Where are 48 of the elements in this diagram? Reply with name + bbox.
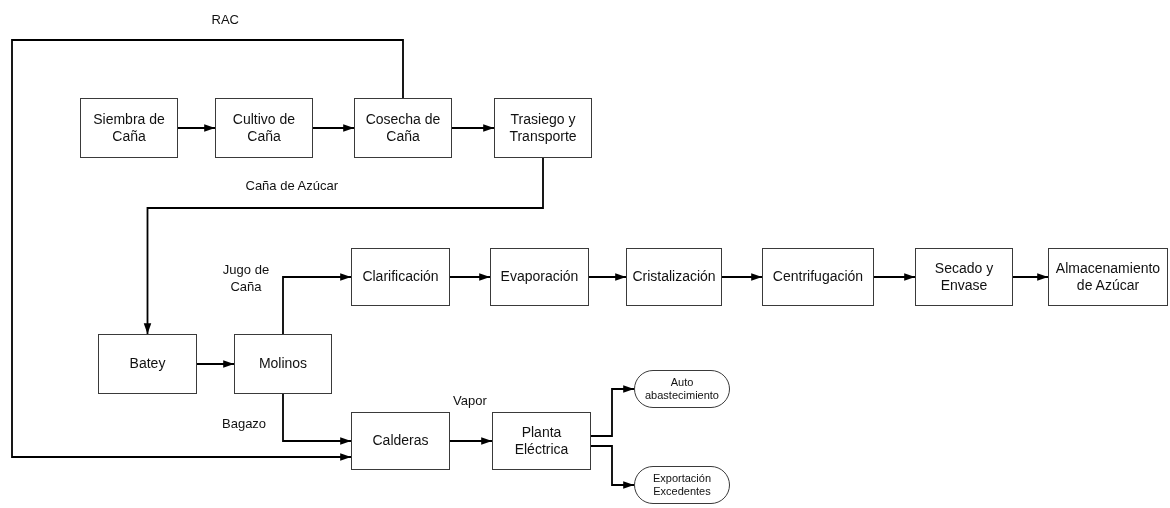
arrow	[312, 124, 355, 132]
arrow	[177, 124, 216, 132]
node-label: Calderas	[371, 432, 430, 450]
terminal-shape	[634, 466, 730, 504]
arrow	[11, 39, 404, 461]
process-box	[490, 248, 589, 306]
process-box	[492, 412, 591, 470]
node-label: Secado y Envase	[933, 259, 995, 295]
node-label: Cristalización	[631, 268, 717, 286]
process-box	[215, 98, 313, 158]
process-box	[234, 334, 332, 394]
node-label: Siembra de Caña	[92, 110, 166, 146]
arrow	[721, 273, 763, 281]
process-box	[98, 334, 197, 394]
node-label: Clarificación	[361, 268, 440, 286]
process-box	[80, 98, 178, 158]
arrow	[590, 385, 635, 437]
node-label: Molinos	[257, 355, 309, 373]
terminal-shape	[634, 370, 730, 408]
arrow	[588, 273, 627, 281]
arrow	[282, 273, 352, 335]
node-label: Auto abastecimiento	[644, 375, 720, 403]
process-box	[494, 98, 592, 158]
process-box	[915, 248, 1013, 306]
process-box	[354, 98, 452, 158]
arrow	[1012, 273, 1049, 281]
arrow	[873, 273, 916, 281]
process-box	[762, 248, 874, 306]
node-label: Almacenamiento de Azúcar	[1054, 259, 1162, 295]
node-label: Exportación Excedentes	[651, 471, 713, 499]
arrow	[449, 437, 493, 445]
node-label: Evaporación	[499, 268, 580, 286]
arrow	[282, 393, 352, 445]
arrow	[451, 124, 495, 132]
node-label: Centrifugación	[771, 268, 865, 286]
node-label: Trasiego y Transporte	[508, 110, 578, 146]
arrow	[590, 445, 635, 489]
process-box	[351, 248, 450, 306]
node-label: Cosecha de Caña	[364, 110, 442, 146]
arrow	[196, 360, 235, 368]
process-box	[1048, 248, 1168, 306]
node-label: Cultivo de Caña	[231, 110, 297, 146]
node-label: Batey	[128, 355, 167, 373]
arrow	[143, 157, 544, 335]
node-label: Planta Eléctrica	[513, 423, 570, 459]
arrow	[449, 273, 491, 281]
process-box	[626, 248, 722, 306]
process-box	[351, 412, 450, 470]
